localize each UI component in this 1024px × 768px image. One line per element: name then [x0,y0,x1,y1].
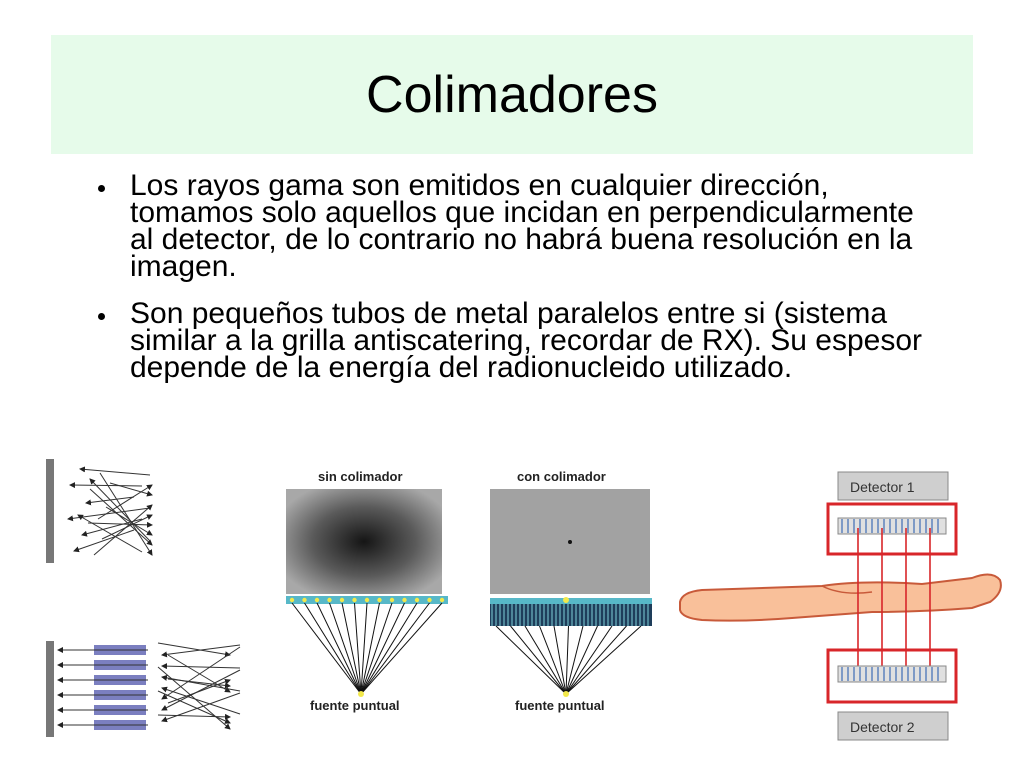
ray-fan-right [495,625,642,695]
detector-2-box [837,711,949,741]
sin-colimador-label: sin colimador [318,469,403,484]
detector-2-frame [826,648,958,704]
patient-body [679,573,1002,622]
scatter-rays-top [67,466,153,556]
point-source-right [563,691,569,697]
bullet-item: Son pequeños tubos de metal paralelos en… [96,297,926,384]
detector-plate-top [46,459,54,563]
slide-title: Colimadores [366,65,658,124]
collimator-tubes [94,645,146,730]
sharp-point [568,540,572,544]
scatter-rays-bottom [57,642,241,730]
ray-fan-left [291,602,443,695]
con-colimador-label: con colimador [517,469,606,484]
bullet-dot-icon [98,185,105,192]
detector-1-box [837,471,949,501]
bullet-list: Los rayos gama son emitidos en cualquier… [96,169,926,401]
detector-1-septa [841,519,939,533]
bullet-text: Son pequeños tubos de metal paralelos en… [130,297,922,384]
hit-dot [563,597,569,603]
detector-1-label: Detector 1 [850,479,915,495]
detector-1-frame [826,502,958,556]
bullet-text: Los rayos gama son emitidos en cualquier… [130,169,914,283]
bullet-item: Los rayos gama son emitidos en cualquier… [96,169,926,283]
crystal-right [490,598,652,604]
detector-plate-bottom [46,641,54,737]
title-banner: Colimadores [51,35,973,154]
collimator-septa [491,604,649,626]
detector-2-collimator [837,665,947,683]
collimator-scatter-diagram [46,459,241,737]
bullet-dot-icon [98,313,105,320]
patient-arm [821,585,873,594]
crystal-dots [289,597,445,603]
dual-detector-diagram: Detector 1 Detector 2 [679,471,1002,741]
source-label-left: fuente puntual [310,698,400,713]
detector-2-septa [841,667,939,681]
source-label-right: fuente puntual [515,698,605,713]
blurred-image [286,489,442,594]
point-source-comparison: sin colimador con colimador fuente puntu… [286,469,652,713]
detector-2-label: Detector 2 [850,719,915,735]
detector-1-collimator [837,517,947,535]
point-source-left [358,691,364,697]
